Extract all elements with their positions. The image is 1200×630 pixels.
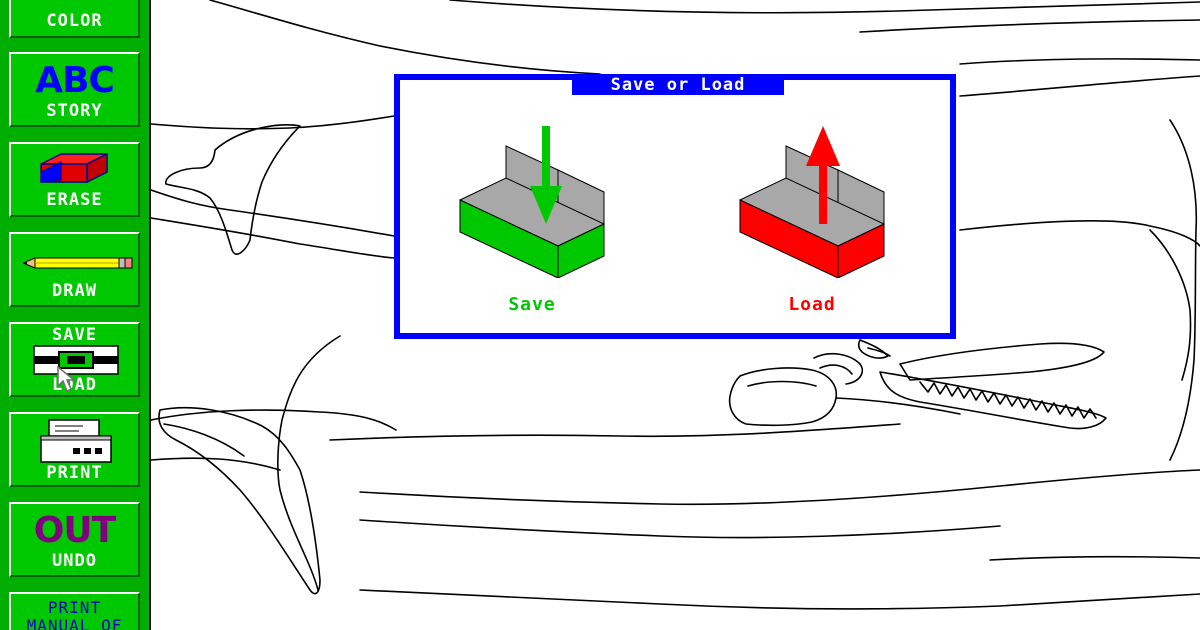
disk-icon bbox=[33, 345, 119, 379]
load-option[interactable]: Load bbox=[732, 118, 892, 318]
save-label: SAVE bbox=[52, 325, 97, 345]
erase-button[interactable]: ERASE bbox=[9, 142, 140, 217]
story-button[interactable]: ABC STORY bbox=[9, 52, 140, 127]
manual-line2-label: MANUAL OF bbox=[26, 616, 123, 630]
dialog-title: Save or Load bbox=[572, 75, 784, 95]
manual-line1-label: PRINT bbox=[47, 598, 102, 617]
printer-icon bbox=[39, 418, 113, 468]
drawing-canvas[interactable] bbox=[150, 0, 1200, 630]
draw-label: DRAW bbox=[52, 281, 97, 301]
save-load-dialog: Save or Load Save bbox=[394, 74, 956, 339]
save-option-label: Save bbox=[508, 294, 556, 315]
print-label: PRINT bbox=[46, 463, 103, 483]
whale-drawing bbox=[150, 0, 1200, 610]
out-icon: OUT bbox=[33, 510, 116, 551]
erase-label: ERASE bbox=[46, 190, 103, 210]
undo-button[interactable]: OUT UNDO bbox=[9, 502, 140, 577]
color-button[interactable]: COLOR bbox=[9, 0, 140, 38]
abc-icon: ABC bbox=[35, 60, 115, 101]
story-label: STORY bbox=[46, 101, 103, 121]
save-option[interactable]: Save bbox=[452, 118, 612, 318]
save-load-button[interactable]: SAVE LOAD bbox=[9, 322, 140, 397]
eraser-icon bbox=[35, 152, 115, 192]
print-manual-button[interactable]: PRINT MANUAL OF bbox=[9, 592, 140, 630]
draw-button[interactable]: DRAW bbox=[9, 232, 140, 307]
color-label: COLOR bbox=[46, 11, 103, 31]
toolbar: COLOR ABC STORY ERASE bbox=[0, 0, 151, 630]
pencil-icon bbox=[21, 254, 133, 273]
save-arrow-down-icon bbox=[452, 118, 612, 282]
undo-label: UNDO bbox=[52, 551, 97, 571]
print-button[interactable]: PRINT bbox=[9, 412, 140, 487]
cursor-arrow-icon bbox=[57, 365, 79, 398]
load-option-label: Load bbox=[788, 294, 836, 315]
load-arrow-up-icon bbox=[732, 118, 892, 282]
